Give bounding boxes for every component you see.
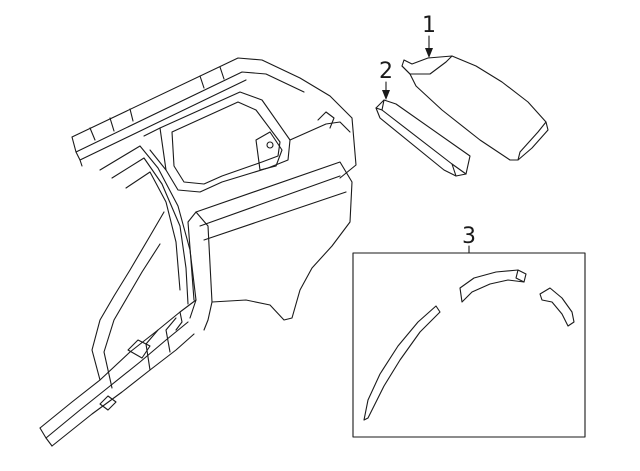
callout-3-label: 3	[462, 224, 476, 249]
kit-box	[352, 252, 586, 438]
kit-strip-long	[363, 305, 441, 421]
callout-2-label: 2	[379, 59, 393, 84]
part-1-trim-panel	[401, 55, 549, 161]
kit-strip-upper	[459, 269, 527, 303]
part-3-kit	[352, 252, 586, 438]
callout-1: 1	[422, 13, 436, 58]
part-2-moulding-strip	[375, 99, 471, 177]
callout-1-label: 1	[422, 13, 436, 38]
kit-strip-small	[539, 287, 575, 327]
callout-3: 3	[462, 224, 476, 254]
quarter-panel-assembly	[39, 57, 357, 447]
callout-2: 2	[379, 59, 393, 100]
